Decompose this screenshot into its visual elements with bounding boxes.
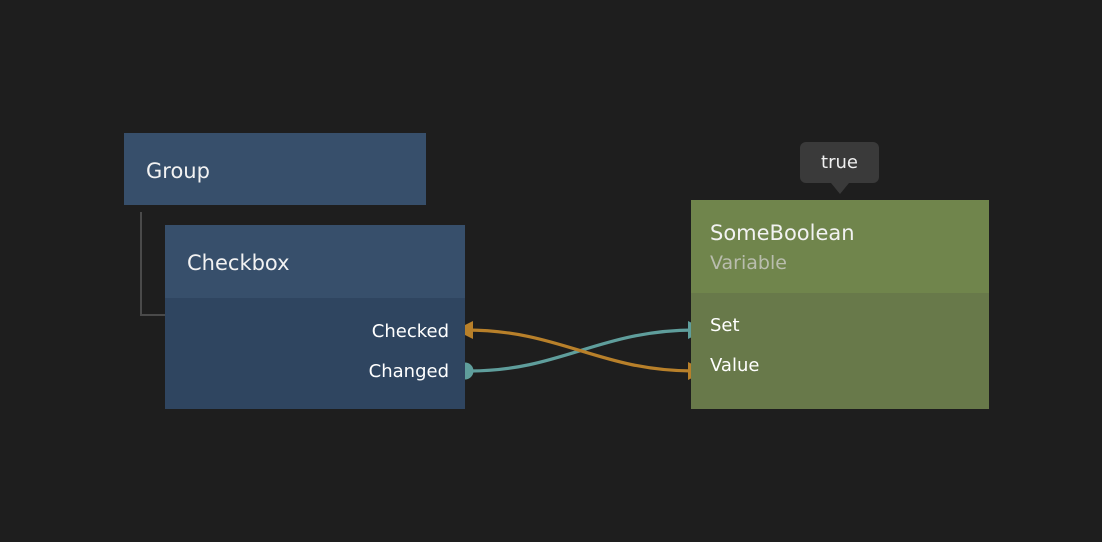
value-tooltip-text: true bbox=[821, 152, 858, 173]
node-checkbox-title: Checkbox bbox=[187, 251, 290, 275]
port-value[interactable]: Value bbox=[691, 357, 989, 379]
port-set-label: Set bbox=[710, 315, 740, 336]
node-checkbox-header[interactable]: Checkbox bbox=[165, 225, 465, 298]
port-set[interactable]: Set bbox=[691, 317, 989, 339]
node-checkbox[interactable]: Checkbox Checked Changed bbox=[165, 225, 465, 409]
port-changed[interactable]: Changed bbox=[165, 363, 465, 385]
port-changed-label: Changed bbox=[368, 361, 449, 382]
value-tooltip-pointer bbox=[830, 183, 849, 194]
node-variable-body: Set Value bbox=[691, 293, 989, 409]
edge-changed-to-set bbox=[469, 328, 696, 373]
node-variable-subtitle: Variable bbox=[710, 252, 787, 274]
node-checkbox-body: Checked Changed bbox=[165, 298, 465, 409]
edge-value-to-checked bbox=[465, 328, 694, 373]
node-variable-title: SomeBoolean bbox=[710, 221, 855, 245]
group-bracket bbox=[140, 212, 166, 316]
node-group[interactable]: Group bbox=[124, 133, 426, 205]
node-group-title: Group bbox=[146, 159, 210, 183]
node-variable-header[interactable]: SomeBoolean Variable bbox=[691, 200, 989, 293]
value-tooltip: true bbox=[800, 142, 879, 194]
port-checked[interactable]: Checked bbox=[165, 323, 465, 345]
port-value-label: Value bbox=[710, 355, 760, 376]
node-variable[interactable]: SomeBoolean Variable Set Value bbox=[691, 200, 989, 409]
port-checked-label: Checked bbox=[371, 321, 449, 342]
